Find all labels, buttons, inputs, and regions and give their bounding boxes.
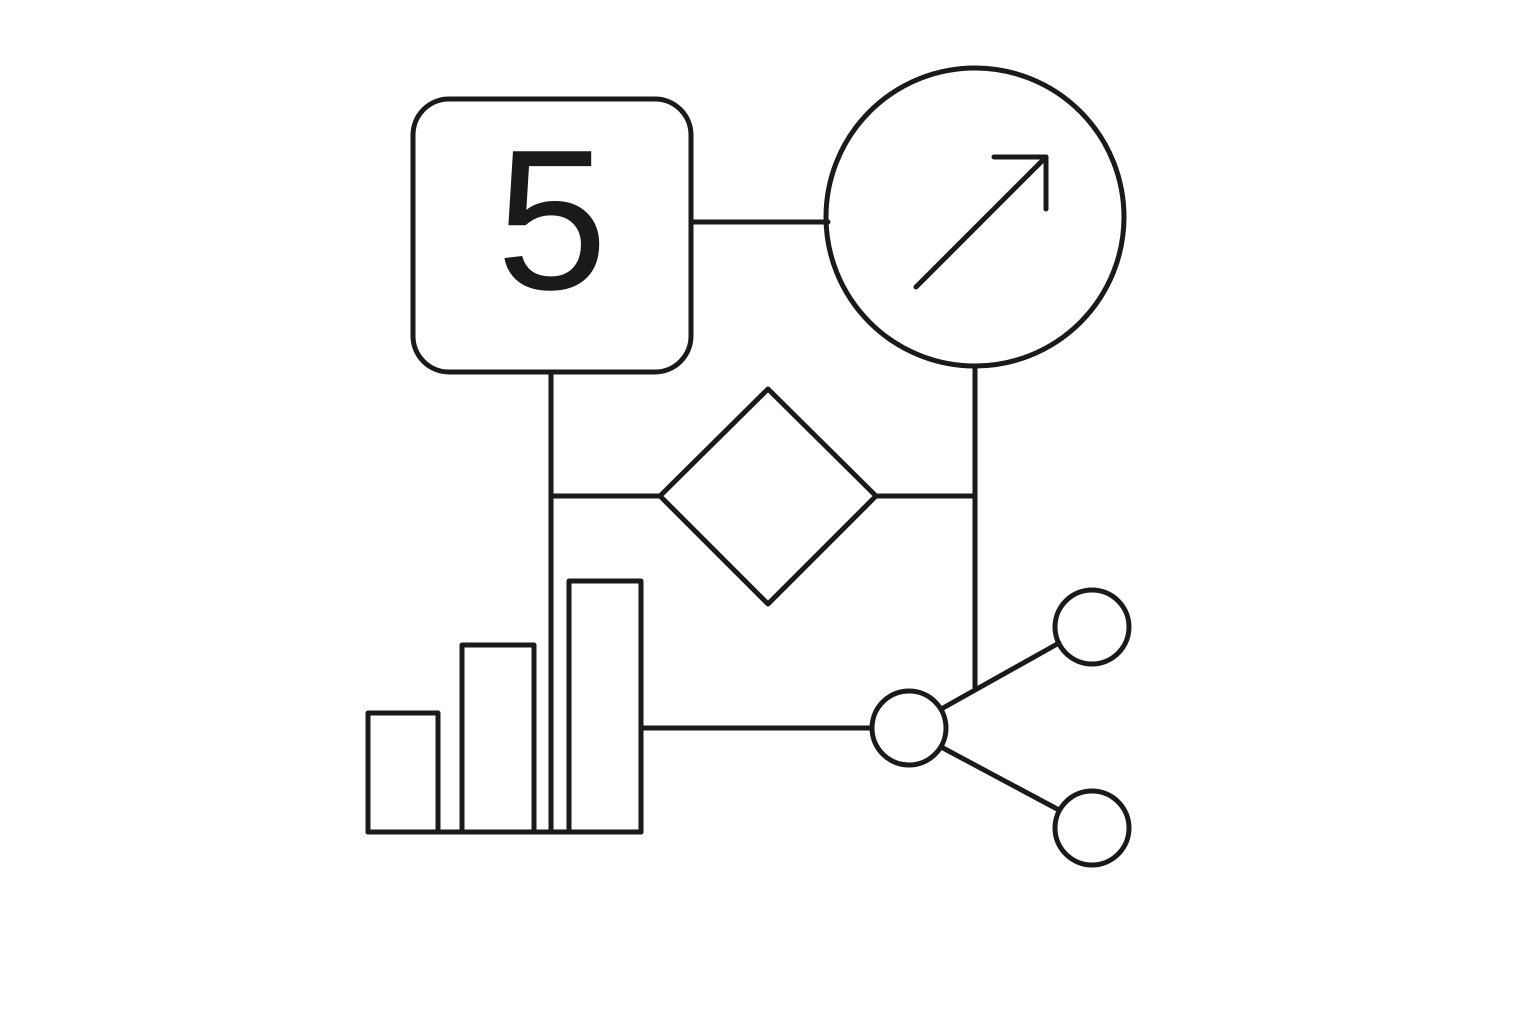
number-box: 5 — [410, 96, 694, 375]
bar-chart-icon — [365, 578, 644, 835]
bar-tall — [566, 578, 644, 835]
connectors — [548, 219, 1062, 835]
trend-circle-outline — [823, 65, 1127, 369]
leaf-node-top — [1052, 587, 1132, 667]
share-network-icon — [869, 587, 1132, 868]
bar-short — [365, 710, 441, 835]
arrow-up-right-icon — [913, 154, 1049, 290]
decision-diamond — [657, 386, 879, 607]
hub-node — [869, 688, 949, 768]
connector-hub-to-leaf-top — [940, 640, 1062, 711]
connector-hub-to-leaf-bottom — [940, 745, 1062, 813]
bar-medium — [459, 642, 537, 835]
number-box-frame — [410, 96, 694, 375]
leaf-node-bottom — [1052, 788, 1132, 868]
number-box-value: 5 — [496, 109, 607, 332]
trend-circle — [823, 65, 1127, 369]
